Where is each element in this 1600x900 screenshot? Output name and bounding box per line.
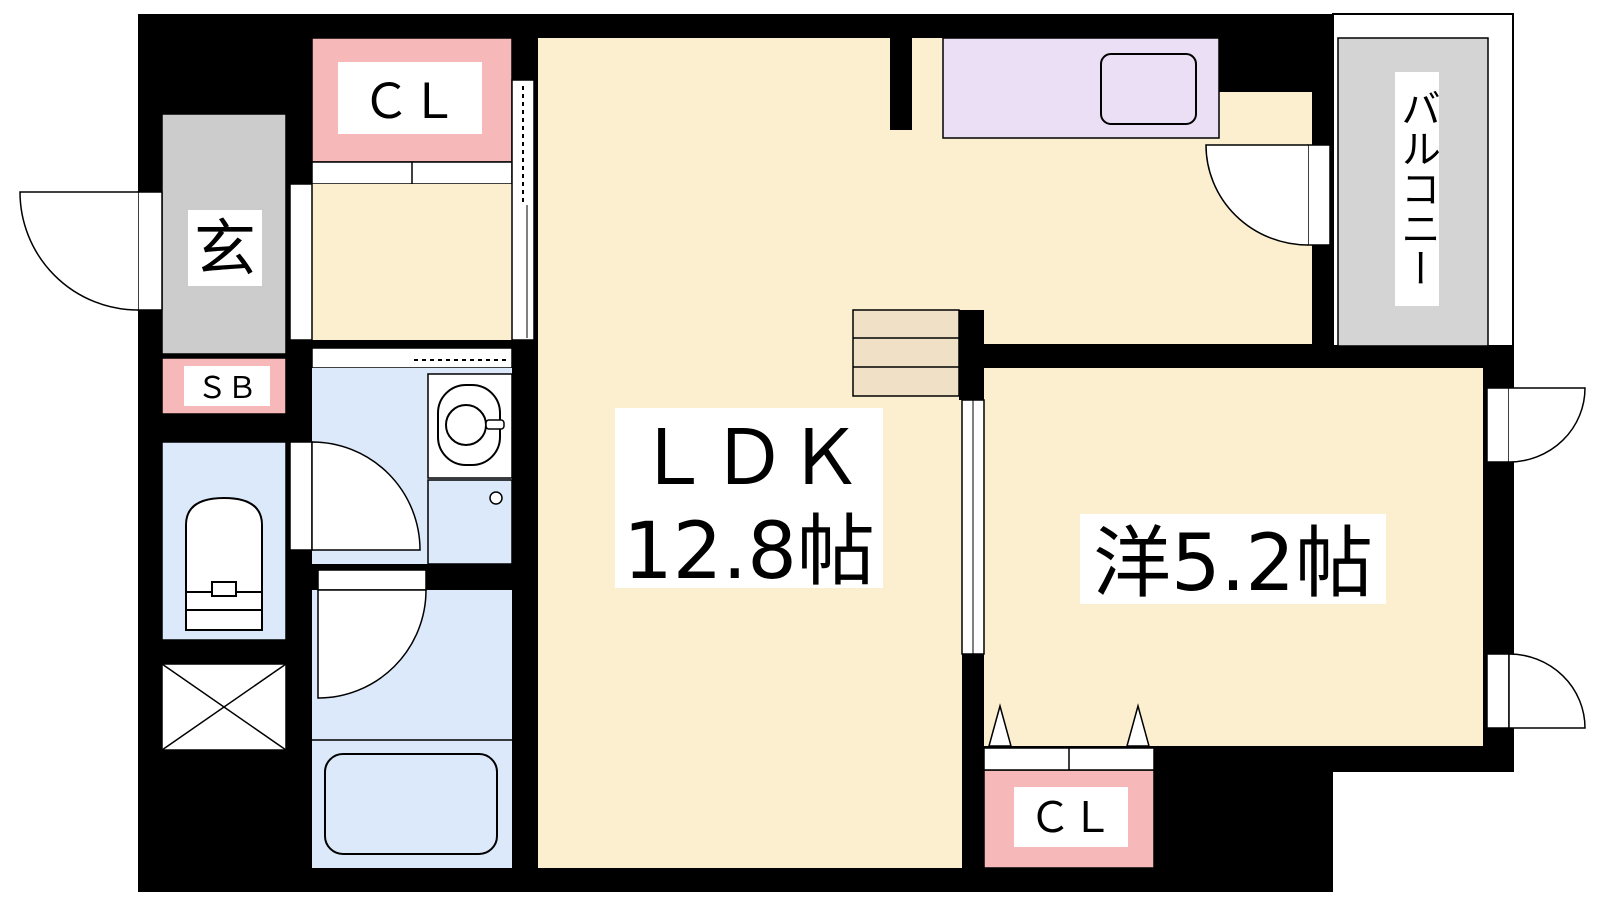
- washroom-top-trim: [311, 347, 513, 369]
- wall-between-ldk-western: [959, 310, 984, 400]
- window-right-2-swing: [1508, 653, 1586, 729]
- ldk-label-name: ＬＤＫ: [635, 413, 863, 502]
- shoe-box-label: ＳＢ: [197, 371, 257, 406]
- front-door-frame: [137, 191, 163, 311]
- toilet-door-swing: [311, 441, 421, 551]
- washbasin-faucet: [485, 419, 505, 430]
- entrance-label: 玄: [194, 212, 256, 285]
- closet-bottom-hinge-right: [1126, 703, 1150, 747]
- closet-bottom-label: ＣＬ: [1029, 793, 1113, 842]
- bathtub: [324, 753, 498, 855]
- closet-bottom-hinge-left: [988, 703, 1012, 747]
- closet-bottom-label-bg: [1014, 787, 1128, 847]
- closet-top-label: ＣＬ: [362, 74, 458, 130]
- shoe-box-label-bg: [184, 366, 270, 406]
- western-label: 洋5.2帖: [1093, 519, 1373, 609]
- ldk-label-size: 12.8帖: [623, 507, 875, 597]
- kitchen-wall-notch: [1219, 38, 1312, 92]
- washing-machine-drain: [489, 491, 503, 505]
- window-right-1: [1486, 387, 1510, 463]
- western-label-bg: [1080, 514, 1386, 604]
- washing-machine: [427, 479, 513, 565]
- toilet-tank-top: [211, 581, 237, 597]
- toilet-door-frame: [289, 441, 313, 551]
- wall-stub: [890, 38, 912, 130]
- hallway-floor: [312, 184, 512, 340]
- kitchen-sink: [1100, 53, 1197, 125]
- toilet-bowl: [185, 496, 263, 593]
- balcony-label: バルコニー: [1394, 88, 1440, 288]
- front-door-swing: [19, 191, 139, 311]
- balcony-label-bg: [1395, 72, 1439, 306]
- window-right-2: [1486, 653, 1510, 729]
- hallway-left-doorframe: [289, 183, 313, 341]
- entrance-label-bg: [188, 210, 262, 286]
- hallway-door-frame: [511, 79, 535, 341]
- balcony-door-swing: [1205, 144, 1309, 246]
- pipe-space-x2: [161, 663, 287, 751]
- stairs: [852, 309, 960, 397]
- window-right-1-swing: [1508, 387, 1586, 463]
- bathroom-door-swing: [317, 589, 427, 699]
- closet-top-label-bg: [338, 62, 482, 134]
- balcony-door-frame: [1307, 144, 1331, 246]
- bathroom-door-frame: [317, 569, 427, 591]
- ldk-label-bg: [615, 408, 883, 588]
